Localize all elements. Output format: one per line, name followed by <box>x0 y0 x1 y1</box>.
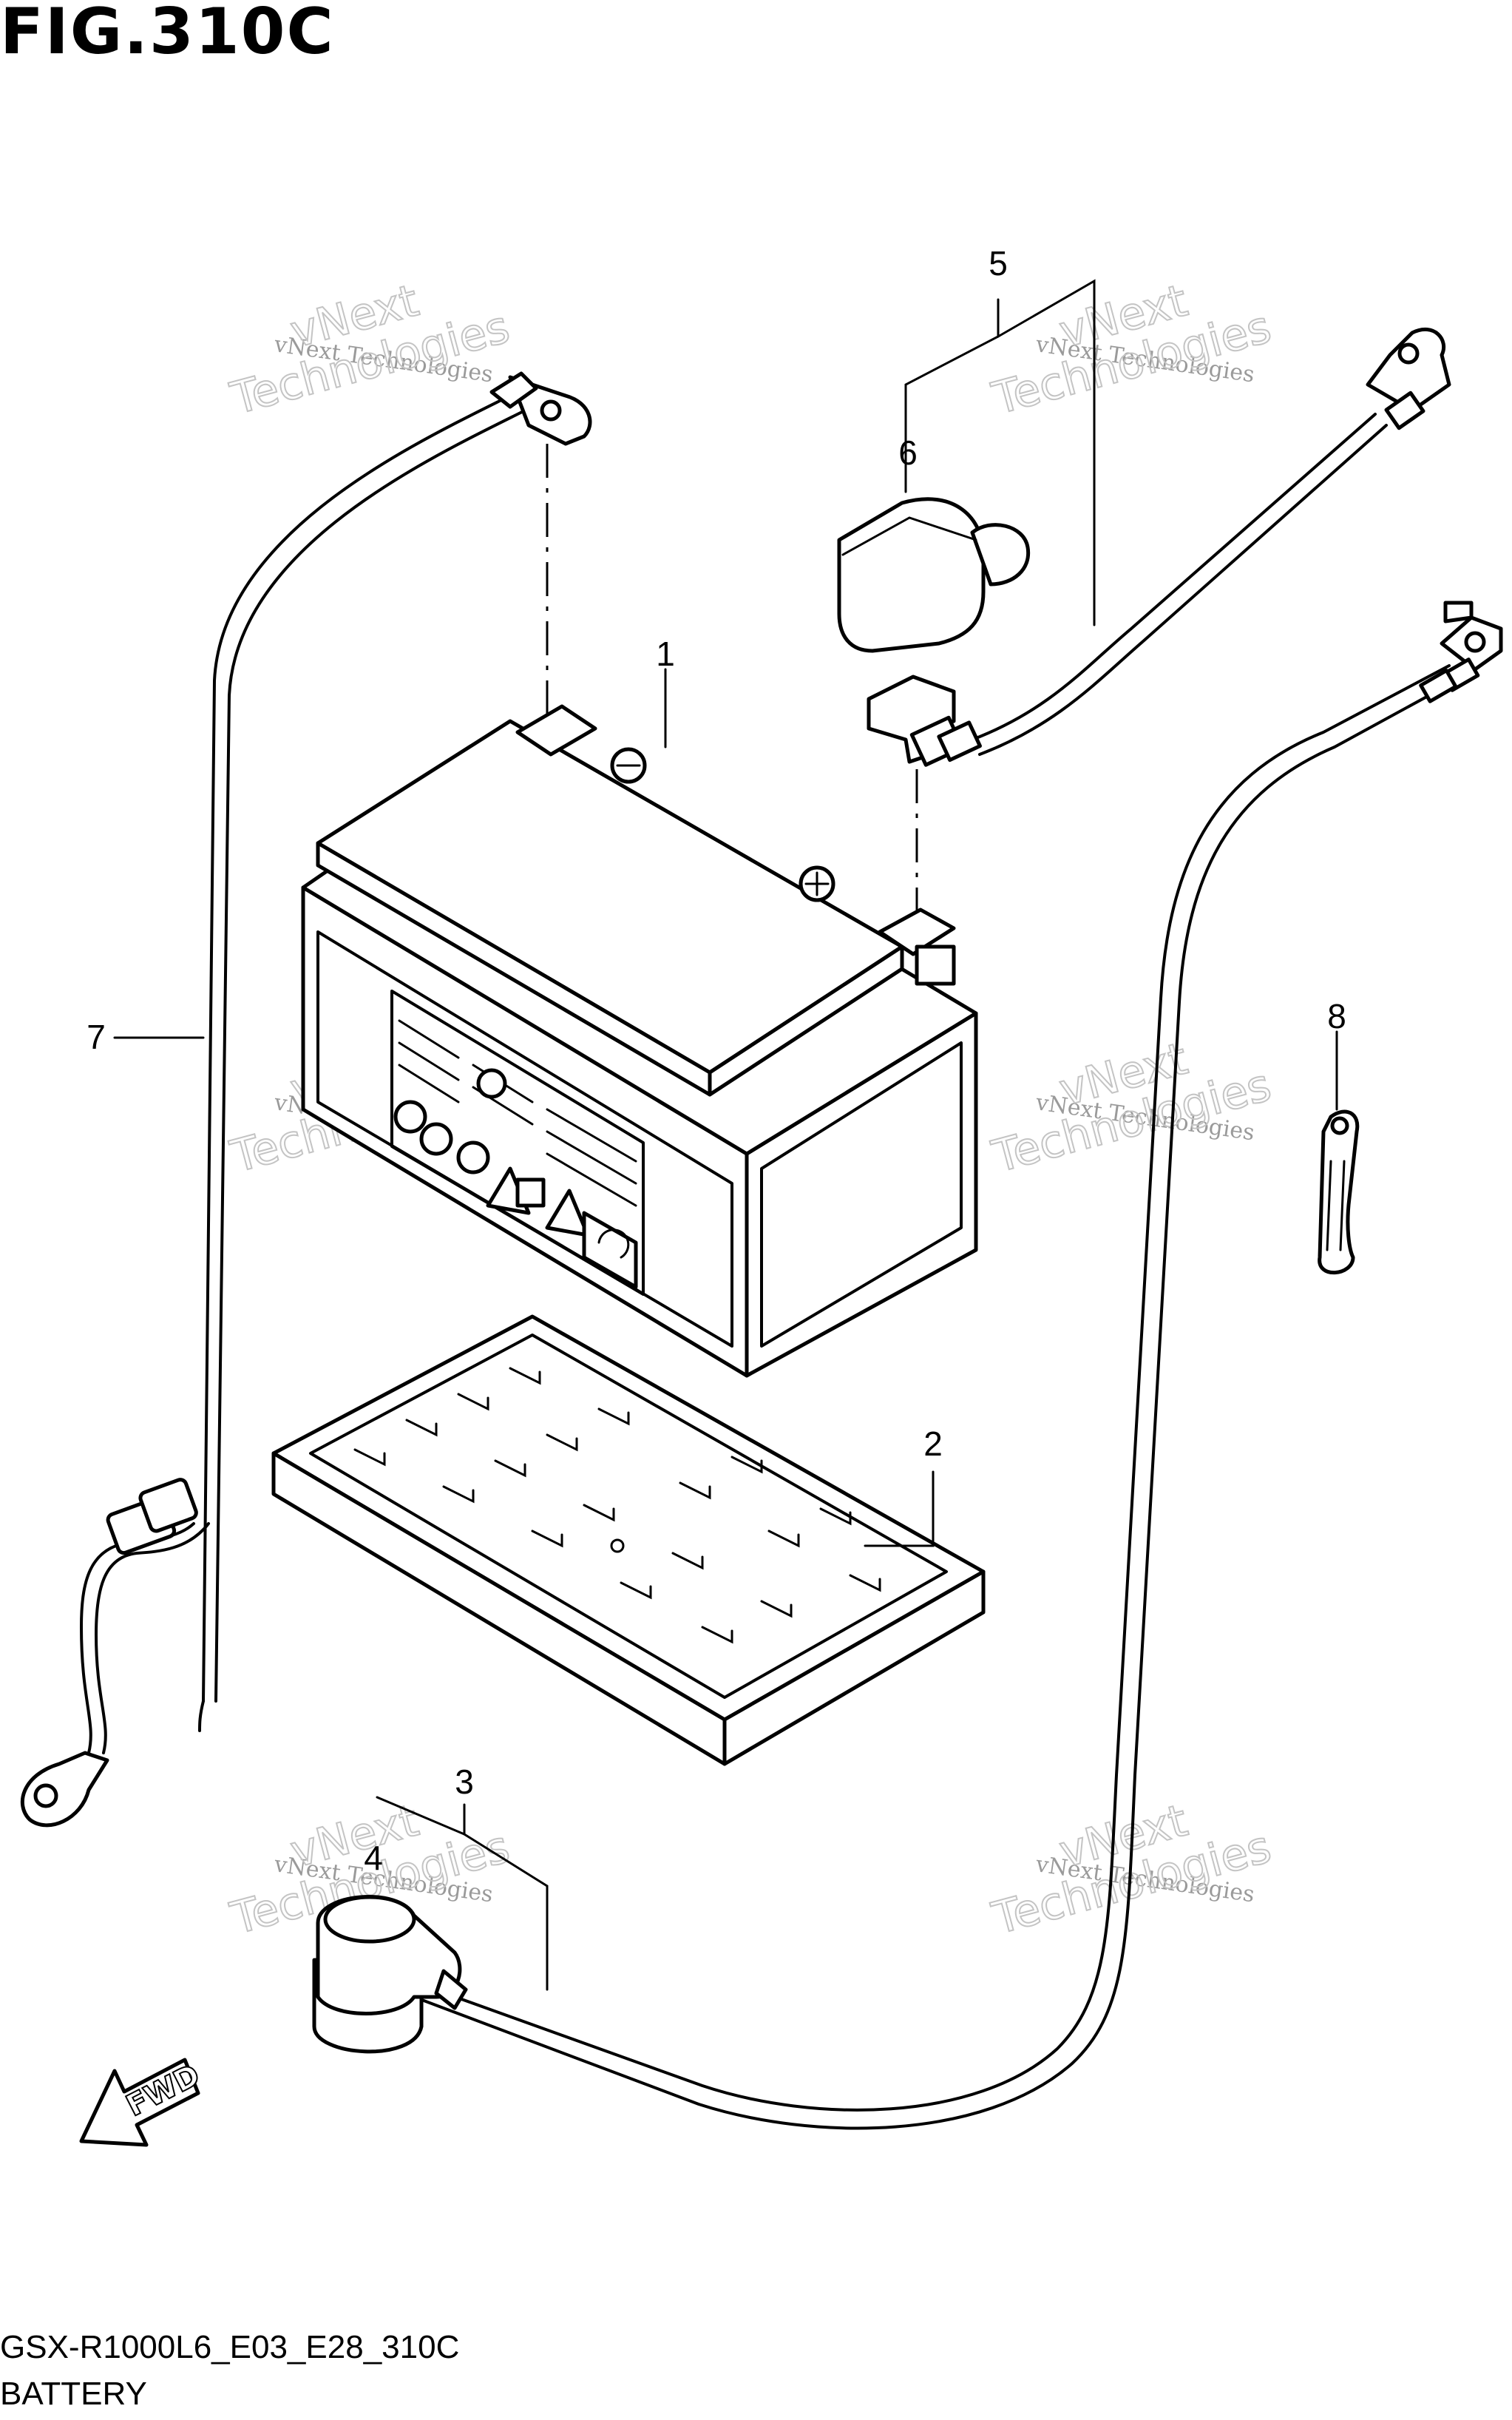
fwd-label: FWD <box>121 2058 206 2123</box>
callout-3: 3 <box>455 1762 474 1801</box>
watermark-top-left: vNext Technologies vNext Technologies <box>225 274 515 426</box>
figure-title: FIG.310C <box>0 0 335 69</box>
callout-2: 2 <box>923 1424 943 1463</box>
forward-direction-arrow: FWD <box>79 2057 206 2147</box>
watermark-mid-right: vNext Technologies vNext Technologies <box>986 1032 1277 1184</box>
callout-1: 1 <box>656 635 675 673</box>
callout-6: 6 <box>898 433 918 472</box>
cable-strap-part-8[interactable] <box>1318 1109 1360 1275</box>
positive-cable-part-3[interactable] <box>413 601 1503 2130</box>
negative-cable-part-7[interactable] <box>20 371 592 1828</box>
battery-part-1[interactable] <box>301 704 978 1378</box>
battery-tray-part-2[interactable] <box>271 1314 986 1766</box>
terminal-cover-part-6[interactable] <box>837 497 1031 653</box>
starter-cable-part-5[interactable] <box>867 327 1451 767</box>
figure-name: BATTERY <box>0 2376 147 2412</box>
callout-4: 4 <box>364 1839 383 1877</box>
watermark-top-right: vNext Technologies vNext Technologies <box>986 274 1277 426</box>
callout-leaders <box>113 279 1338 1991</box>
callout-7: 7 <box>87 1018 106 1056</box>
callout-5: 5 <box>989 244 1008 283</box>
callout-8: 8 <box>1327 997 1346 1035</box>
terminal-cover-part-4[interactable] <box>312 1895 468 2054</box>
drawing-code: GSX-R1000L6_E03_E28_310C <box>0 2329 460 2365</box>
